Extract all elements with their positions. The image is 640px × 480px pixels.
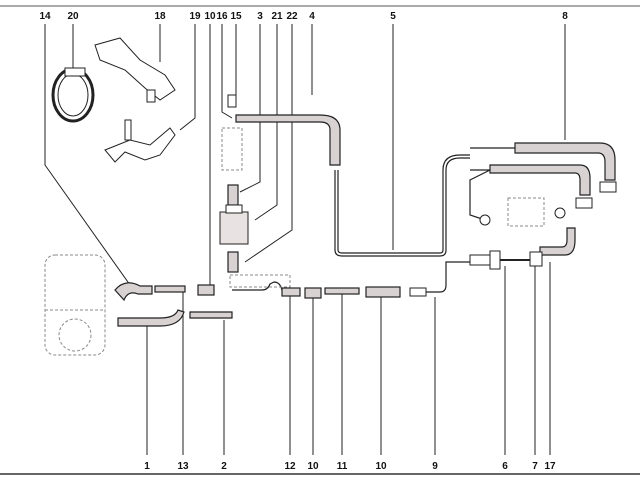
fuel-line-5 <box>334 157 470 257</box>
bottom-callouts: 1 13 2 12 10 11 10 9 6 7 17 <box>144 461 556 472</box>
callout-21: 21 <box>271 11 283 22</box>
callout-13: 13 <box>177 461 189 472</box>
lower-line-assembly <box>114 261 470 327</box>
callout-18: 18 <box>154 11 166 22</box>
callout-22: 22 <box>286 11 298 22</box>
hose-8 <box>469 142 617 227</box>
callout-2: 2 <box>221 461 227 472</box>
callout-19: 19 <box>189 11 201 22</box>
callout-15: 15 <box>230 11 242 22</box>
callout-6: 6 <box>502 461 508 472</box>
bracket-18 <box>94 37 176 103</box>
callout-16: 16 <box>216 11 228 22</box>
hose-17 <box>539 227 576 256</box>
callout-20: 20 <box>67 11 79 22</box>
callout-12: 12 <box>284 461 296 472</box>
callout-10-b: 10 <box>375 461 387 472</box>
callout-17: 17 <box>544 461 556 472</box>
callout-9: 9 <box>432 461 438 472</box>
leader-lines <box>44 24 566 455</box>
callout-14: 14 <box>39 11 51 22</box>
callout-4: 4 <box>309 11 315 22</box>
callout-1: 1 <box>144 461 150 472</box>
connector-7 <box>529 251 543 267</box>
fuel-tank-outline <box>44 254 106 356</box>
top-callouts: 14 20 18 19 10 16 15 3 21 22 4 5 8 <box>39 11 568 22</box>
callout-10-top: 10 <box>204 11 216 22</box>
fuel-filter <box>219 94 249 273</box>
hose-clamp <box>51 67 95 123</box>
callout-11: 11 <box>337 461 348 472</box>
callout-7: 7 <box>532 461 538 472</box>
callout-8: 8 <box>562 11 568 22</box>
fitting-6 <box>469 250 530 270</box>
callout-3: 3 <box>257 11 263 22</box>
callout-5: 5 <box>390 11 396 22</box>
bracket-19 <box>104 119 176 163</box>
hose-4 <box>235 114 341 166</box>
callout-10-a: 10 <box>307 461 319 472</box>
